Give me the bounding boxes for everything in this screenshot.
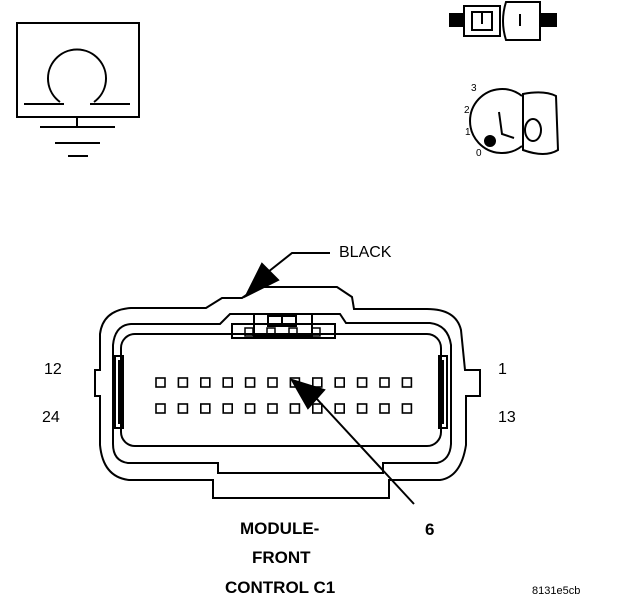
pin-cavity bbox=[356, 377, 368, 388]
pin-cavity bbox=[334, 403, 346, 414]
wire-color-callout: BLACK bbox=[339, 244, 392, 261]
ignition-position-0: 0 bbox=[476, 148, 482, 159]
pin-cavity bbox=[267, 403, 278, 414]
ignition-position-2: 2 bbox=[464, 105, 470, 116]
black-callout-leader bbox=[243, 252, 330, 299]
pin-cavity bbox=[311, 377, 323, 388]
pin-cavity bbox=[222, 377, 233, 388]
connector-title-line-3: CONTROL C1 bbox=[225, 578, 336, 597]
pin-cavity bbox=[311, 403, 323, 414]
pin-cavity bbox=[244, 403, 256, 414]
pin-cavity bbox=[289, 403, 301, 414]
ignition-key-icon bbox=[469, 88, 560, 155]
pin-cavity bbox=[401, 377, 413, 388]
ignition-position-3: 3 bbox=[471, 83, 477, 94]
pin-cavity-grid bbox=[155, 377, 413, 414]
connector-title-line-2: FRONT bbox=[252, 548, 311, 567]
pin-cavity bbox=[356, 403, 368, 414]
pin-label-13: 13 bbox=[498, 409, 516, 426]
pin-label-1: 1 bbox=[498, 361, 507, 378]
pin-cavity bbox=[267, 377, 278, 388]
pin-cavity bbox=[222, 403, 233, 414]
pin-cavity bbox=[177, 377, 189, 388]
pin-cavity bbox=[401, 403, 413, 414]
pin-label-24: 24 bbox=[42, 409, 60, 426]
ground-symbol-icon bbox=[16, 22, 140, 157]
pin-cavity bbox=[244, 377, 256, 388]
connector-title-line-1: MODULE- bbox=[240, 519, 320, 538]
pin-cavity bbox=[200, 377, 211, 388]
pin-cavity bbox=[155, 403, 166, 414]
pin-6-callout: 6 bbox=[425, 520, 435, 539]
latch-cavities bbox=[244, 327, 321, 337]
connector-plug-icon bbox=[449, 0, 557, 41]
pin-cavity bbox=[334, 377, 346, 388]
ignition-position-1: 1 bbox=[465, 127, 471, 138]
pin-cavity bbox=[155, 377, 166, 388]
pin-label-12: 12 bbox=[44, 361, 62, 378]
pin-cavity bbox=[379, 403, 390, 414]
connector-body bbox=[94, 286, 481, 499]
pin-cavity bbox=[200, 403, 211, 414]
figure-code: 8131e5cb bbox=[532, 585, 581, 597]
pin-cavity bbox=[379, 377, 390, 388]
pin-cavity bbox=[177, 403, 189, 414]
pin-6-leader bbox=[289, 378, 415, 505]
